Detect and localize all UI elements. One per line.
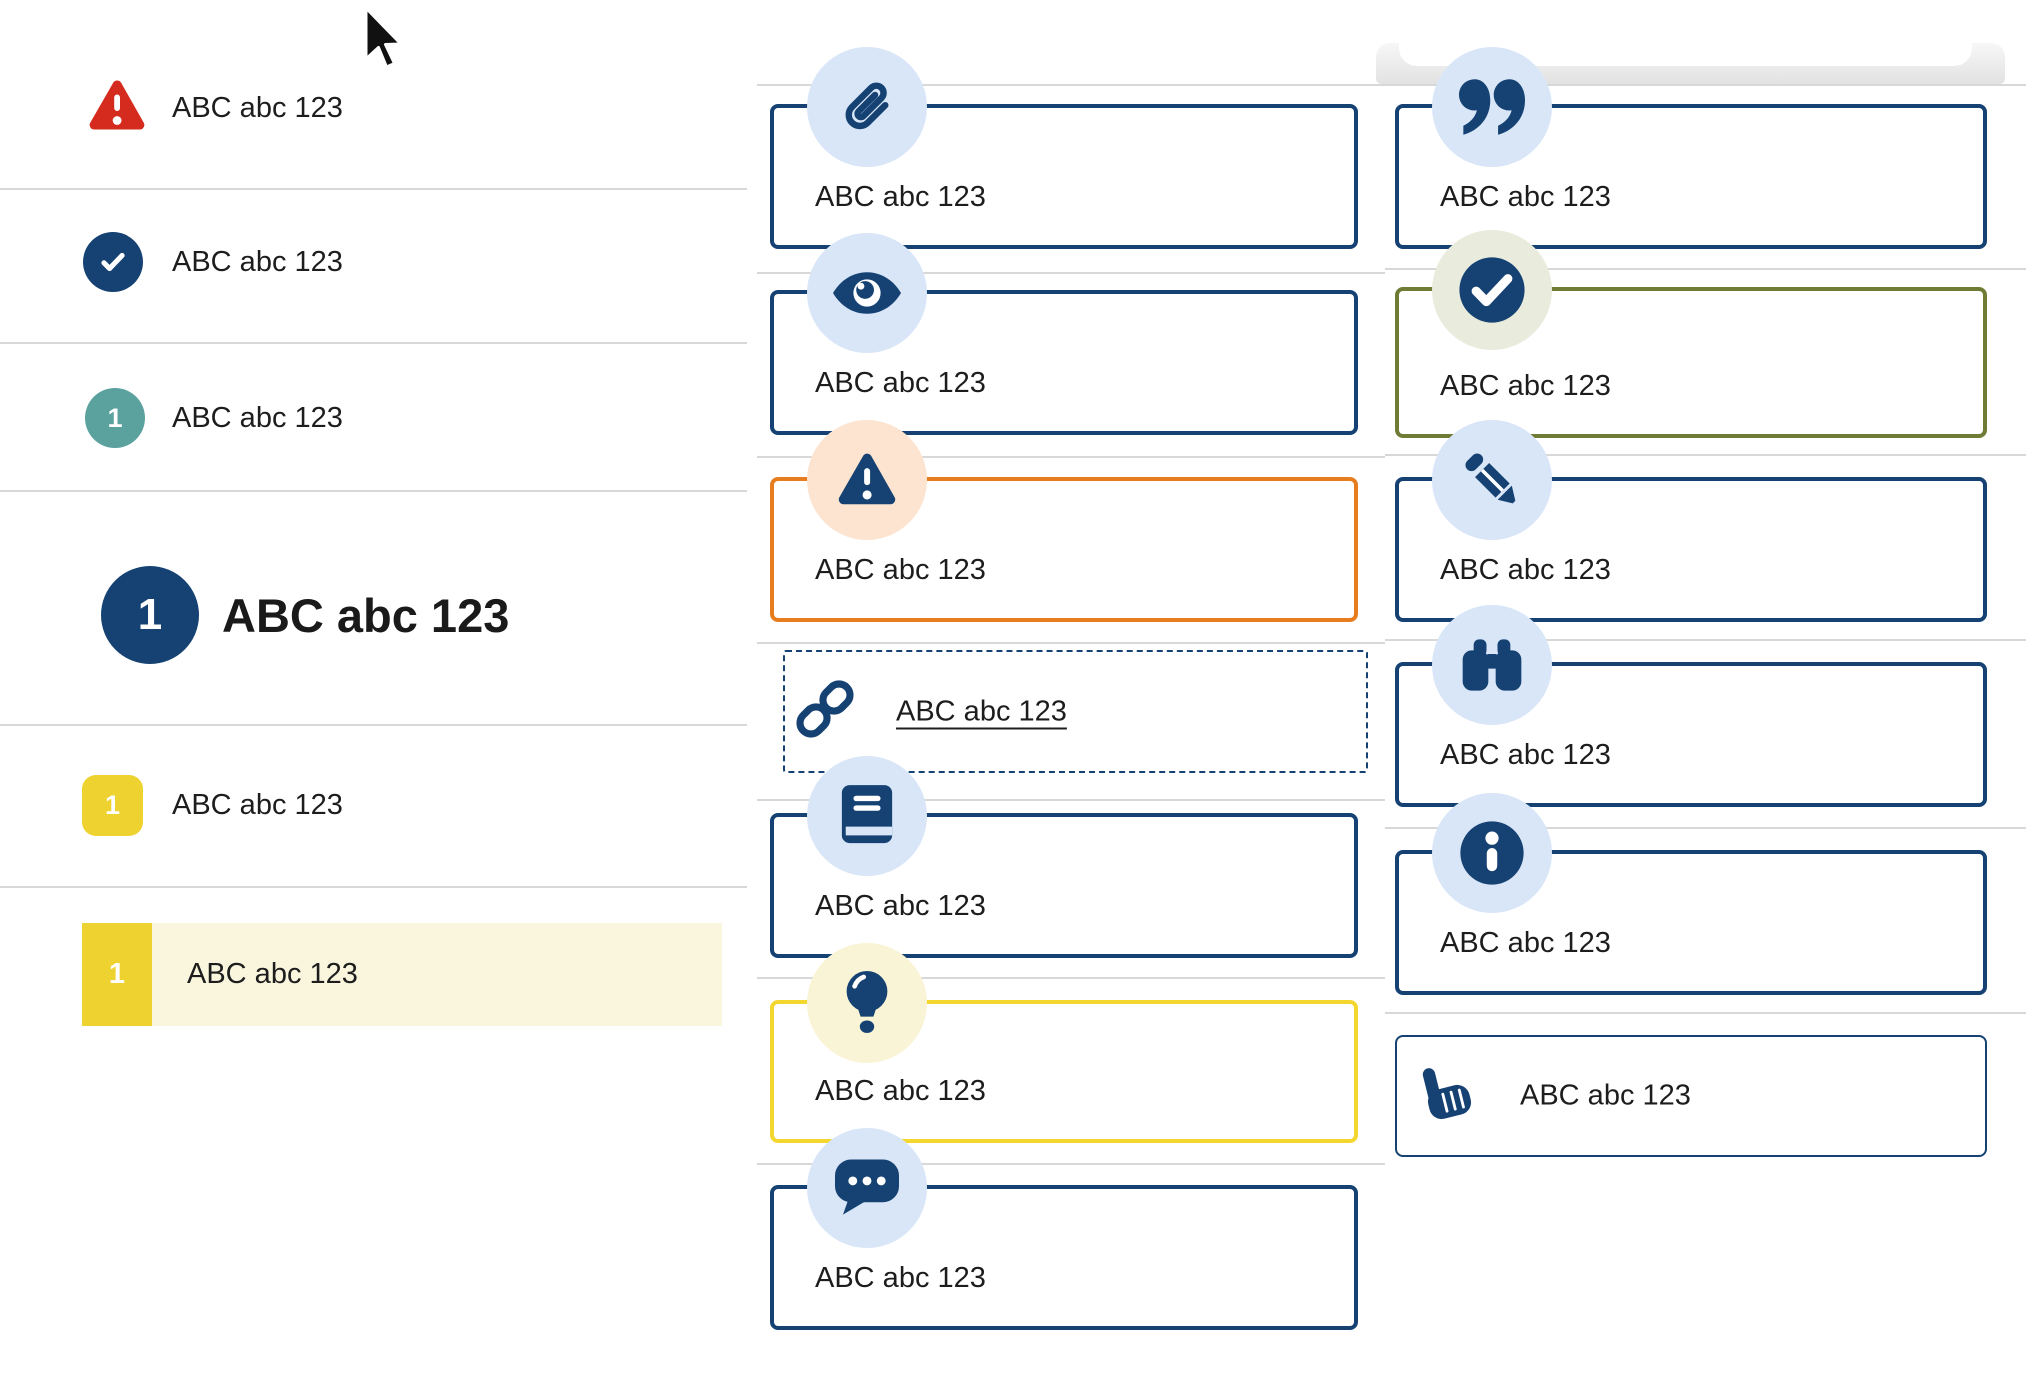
list-item-label: ABC abc 123 xyxy=(172,245,343,278)
quote-icon xyxy=(1432,47,1552,167)
list-item-step-highlighted: 1 ABC abc 123 xyxy=(82,923,722,1026)
book-icon xyxy=(807,756,927,876)
divider xyxy=(757,456,1385,458)
card-label: ABC abc 123 xyxy=(815,1262,986,1294)
card-label: ABC abc 123 xyxy=(1440,554,1611,586)
divider xyxy=(757,84,2026,86)
divider xyxy=(1385,268,2026,270)
list-item-check: ABC abc 123 xyxy=(83,232,343,292)
paperclip-icon xyxy=(807,47,927,167)
divider xyxy=(0,490,747,492)
list-item-step-heading: 1 ABC abc 123 xyxy=(101,566,509,664)
card-label: ABC abc 123 xyxy=(1520,1079,1691,1112)
step-number-badge: 1 xyxy=(85,388,145,448)
list-item-step-teal: 1 ABC abc 123 xyxy=(85,388,343,448)
card-label: ABC abc 123 xyxy=(815,181,986,213)
callout-card-chat: ABC abc 123 xyxy=(770,1128,1358,1330)
eye-icon xyxy=(807,233,927,353)
card-link-label[interactable]: ABC abc 123 xyxy=(896,695,1067,727)
card-label: ABC abc 123 xyxy=(1440,927,1611,959)
info-icon xyxy=(1432,793,1552,913)
divider xyxy=(757,272,1385,274)
list-item-step-yellow: 1 ABC abc 123 xyxy=(82,775,343,836)
divider xyxy=(757,977,1385,979)
callout-card-search: ABC abc 123 xyxy=(1395,605,1987,807)
card-label: ABC abc 123 xyxy=(1440,370,1611,402)
divider xyxy=(757,799,1385,801)
divider xyxy=(1385,1012,2026,1014)
step-number-badge: 1 xyxy=(82,923,152,1026)
link-icon xyxy=(792,676,858,742)
pencil-icon xyxy=(1432,420,1552,540)
step-number-badge: 1 xyxy=(101,566,199,664)
speech-bubble-icon xyxy=(807,1128,927,1248)
divider xyxy=(1385,827,2026,829)
lightbulb-icon xyxy=(807,943,927,1063)
divider xyxy=(1385,639,2026,641)
callout-card-pointer: ABC abc 123 xyxy=(1395,1035,1987,1157)
callout-card-eye: ABC abc 123 xyxy=(770,233,1358,435)
binoculars-icon xyxy=(1432,605,1552,725)
hand-pointer-icon xyxy=(1418,1063,1478,1129)
callout-card-attachment: ABC abc 123 xyxy=(770,47,1358,249)
warning-triangle-icon xyxy=(86,77,148,140)
divider xyxy=(0,188,747,190)
divider xyxy=(1385,454,2026,456)
divider xyxy=(0,342,747,344)
list-item-label: ABC abc 123 xyxy=(172,401,343,434)
callout-card-warning: ABC abc 123 xyxy=(770,420,1358,622)
callout-card-book: ABC abc 123 xyxy=(770,756,1358,958)
card-label: ABC abc 123 xyxy=(815,890,986,922)
sheet-tab xyxy=(1399,43,1972,66)
step-number-badge: 1 xyxy=(82,775,143,836)
card-label: ABC abc 123 xyxy=(815,367,986,399)
callout-card-success: ABC abc 123 xyxy=(1395,230,1987,438)
divider xyxy=(757,1163,1385,1165)
callout-card-edit: ABC abc 123 xyxy=(1395,420,1987,622)
mouse-cursor xyxy=(363,6,407,72)
card-label: ABC abc 123 xyxy=(815,554,986,586)
list-item-label: ABC abc 123 xyxy=(172,789,343,821)
card-label: ABC abc 123 xyxy=(1440,739,1611,771)
check-circle-icon xyxy=(1432,230,1552,350)
link-card[interactable]: ABC abc 123 xyxy=(783,650,1368,773)
check-circle-icon xyxy=(83,232,143,292)
divider xyxy=(757,642,1385,644)
list-item-alert: ABC abc 123 xyxy=(86,77,343,139)
callout-card-info: ABC abc 123 xyxy=(1395,793,1987,995)
callout-card-quote: ABC abc 123 xyxy=(1395,47,1987,249)
divider xyxy=(0,886,747,888)
list-item-label: ABC abc 123 xyxy=(187,958,358,990)
card-label: ABC abc 123 xyxy=(815,1075,986,1107)
divider xyxy=(0,724,747,726)
warning-triangle-icon xyxy=(807,420,927,540)
heading-label: ABC abc 123 xyxy=(222,588,510,642)
list-item-label: ABC abc 123 xyxy=(172,91,343,124)
callout-card-tip: ABC abc 123 xyxy=(770,943,1358,1143)
card-label: ABC abc 123 xyxy=(1440,181,1611,213)
